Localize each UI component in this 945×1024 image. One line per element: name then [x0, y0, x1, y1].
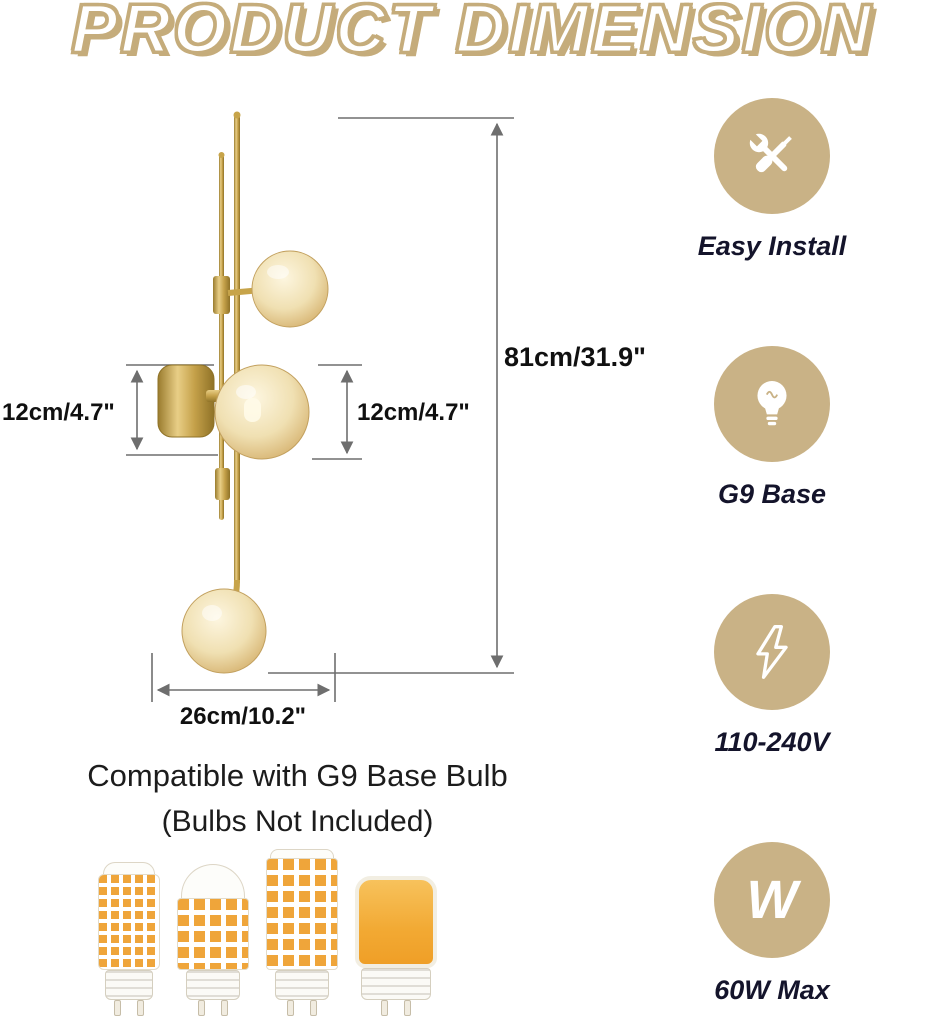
- width-dimension-label: 26cm/10.2": [180, 703, 306, 730]
- feature-easy-install: Easy Install: [697, 98, 847, 262]
- sconce-side-rod: [219, 155, 224, 520]
- bulb-ceramic-base: [275, 970, 329, 1000]
- g9-led-bulb-round-top: [177, 864, 249, 1016]
- bulb-ceramic-base: [361, 968, 431, 1000]
- left-dimension-label: 12cm/4.7": [2, 399, 115, 426]
- g9-cob-led-bulb: [355, 876, 437, 1016]
- sconce-dimension-diagram: 81cm/31.9" 12cm/4.7" 12cm/4.7" 26cm/10.2…: [0, 60, 650, 820]
- feature-label: G9 Base: [717, 479, 827, 509]
- bulb-ceramic-base: [186, 970, 240, 1000]
- compatibility-line1: Compatible with G9 Base Bulb: [87, 758, 508, 793]
- dimension-lines: [126, 117, 514, 702]
- feature-badges: Easy Install G9 Base: [652, 98, 892, 1006]
- glass-globe-top: [251, 250, 329, 328]
- feature-wattage: W 60W Max: [714, 842, 830, 1006]
- feature-label: 110-240V: [714, 727, 830, 757]
- g9-base-badge: [714, 346, 830, 462]
- bulb-cob-body: [355, 876, 437, 968]
- sconce-main-rod: [234, 115, 240, 585]
- feature-label: 60W Max: [714, 975, 830, 1005]
- lightning-bolt-icon: [756, 625, 788, 679]
- bulb-dome: [270, 849, 334, 858]
- wall-mount-plate: [157, 364, 215, 438]
- page-title: PRODUCT DIMENSION: [70, 0, 874, 64]
- feature-label: Easy Install: [697, 231, 847, 261]
- feature-g9-base: G9 Base: [714, 346, 830, 510]
- bulb-led-chips: [98, 874, 160, 970]
- bulb-pins: [381, 1000, 411, 1016]
- glass-globe-bottom: [181, 588, 267, 674]
- feature-voltage: 110-240V: [714, 594, 830, 758]
- glass-globe-middle: [214, 364, 310, 460]
- light-bulb-icon: [757, 381, 787, 426]
- sconce-drawing: 81cm/31.9" 12cm/4.7" 12cm/4.7" 26cm/10.2…: [2, 111, 646, 730]
- bulb-pins: [114, 1000, 144, 1016]
- sconce-fixture: [157, 111, 329, 674]
- bulb-dome: [181, 864, 245, 898]
- bulb-gallery: [98, 840, 528, 1016]
- bulb-dome: [103, 862, 155, 874]
- voltage-badge: [714, 594, 830, 710]
- wattage-badge: W: [714, 842, 830, 958]
- middle-dimension-label: 12cm/4.7": [357, 399, 470, 426]
- bulb-pins: [198, 1000, 228, 1016]
- compatibility-note: Compatible with G9 Base Bulb (Bulbs Not …: [10, 753, 585, 845]
- g9-led-corn-bulb-small: [98, 862, 160, 1016]
- bulb-ceramic-base: [105, 970, 153, 1000]
- bulb-led-chips: [177, 898, 249, 970]
- watt-letter-icon: W: [746, 870, 798, 930]
- bulb-pins: [287, 1000, 317, 1016]
- g9-bulb-inside: [244, 398, 261, 422]
- tools-icon: [748, 132, 792, 173]
- compatibility-line2: (Bulbs Not Included): [161, 805, 434, 838]
- header: PRODUCT DIMENSION: [0, 0, 945, 64]
- rod-joint-lower: [215, 468, 230, 500]
- easy-install-badge: [714, 98, 830, 214]
- rod-joint-upper: [213, 276, 230, 314]
- height-dimension-label: 81cm/31.9": [504, 342, 646, 372]
- bulb-led-chips: [266, 858, 338, 970]
- g9-led-corn-bulb-large: [266, 849, 338, 1016]
